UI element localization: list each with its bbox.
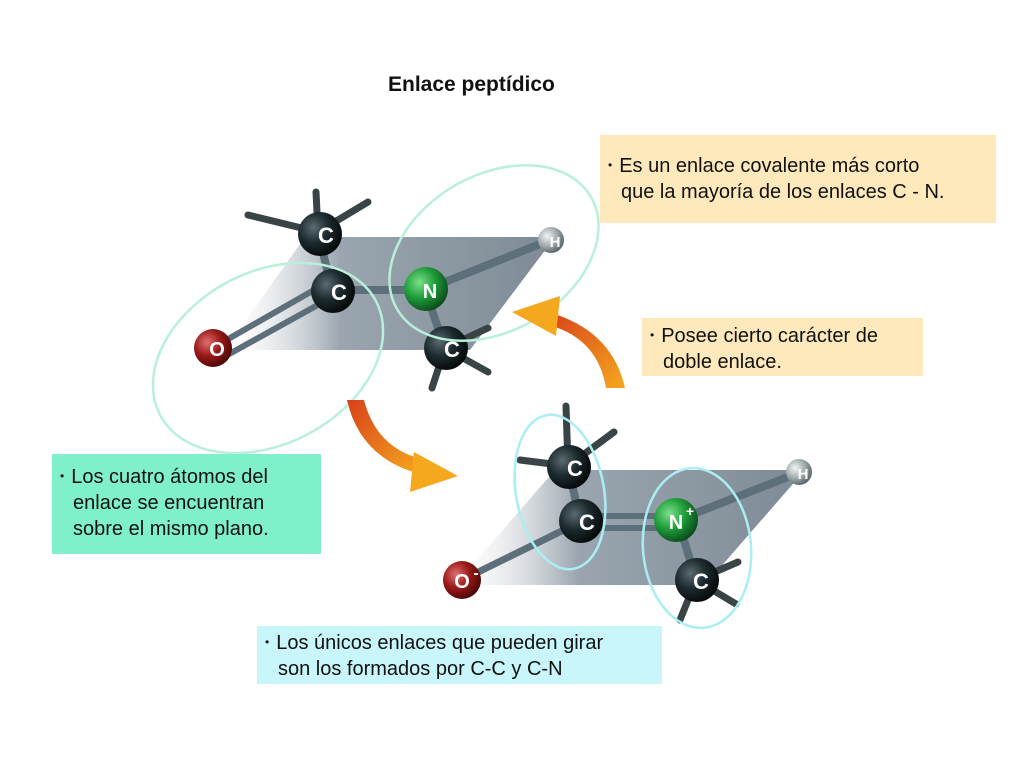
bottom-carbon-alpha-2: C — [675, 558, 719, 602]
atom-label: O — [454, 571, 470, 593]
atom-label: C — [567, 456, 583, 481]
note-same-plane: • Los cuatro átomos del enlace se encuent… — [52, 454, 321, 554]
note-line: Posee cierto carácter de — [661, 325, 878, 347]
note-line: Los cuatro átomos del — [71, 466, 268, 488]
top-hydrogen: H — [538, 227, 564, 253]
atom-label: O — [209, 339, 225, 361]
bottom-right-highlight-ellipse — [641, 466, 753, 630]
curved-arrow-up — [512, 296, 625, 388]
top-carbon-alpha-2: C — [424, 326, 468, 370]
charge-label: - — [473, 565, 478, 582]
note-line: Los únicos enlaces que pueden girar — [276, 632, 604, 654]
top-carbon-carbonyl: C — [311, 269, 355, 313]
top-carbon-alpha-1: C — [298, 212, 342, 256]
note-line: enlace se encuentran — [73, 492, 265, 514]
atom-label: N — [669, 512, 683, 534]
atom-label: C — [579, 510, 595, 535]
bottom-carbon-alpha-1: C — [547, 445, 591, 489]
top-molecule-atoms: C C N H O C — [194, 212, 564, 370]
page-title: Enlace peptídico — [388, 73, 555, 96]
bullet: • — [608, 158, 613, 172]
note-double-bond: • Posee cierto carácter de doble enlace. — [642, 318, 923, 376]
bullet: • — [265, 635, 270, 649]
atom-label: C — [444, 337, 460, 362]
note-line: doble enlace. — [663, 351, 782, 373]
bullet: • — [650, 328, 655, 342]
note-line: sobre el mismo plano. — [73, 518, 269, 540]
top-nitrogen: N — [404, 267, 448, 311]
charge-label: + — [686, 503, 694, 519]
atom-label: H — [550, 234, 561, 251]
atom-label: C — [318, 223, 334, 248]
note-line: Es un enlace covalente más corto — [619, 155, 920, 177]
atom-label: C — [693, 569, 709, 594]
note-line: son los formados por C-C y C-N — [278, 658, 563, 680]
note-line: que la mayoría de los enlaces C - N. — [621, 181, 945, 203]
bottom-oxygen: O - — [443, 561, 481, 599]
curved-arrow-down — [347, 400, 458, 492]
note-covalent-bond: • Es un enlace covalente más corto que la… — [600, 135, 996, 223]
bottom-hydrogen: H — [786, 459, 812, 485]
note-rotation: • Los únicos enlaces que pueden girar son… — [257, 626, 662, 684]
bottom-carbon-carbonyl: C — [559, 499, 603, 543]
atom-label: N — [423, 281, 437, 303]
atom-label: C — [331, 280, 347, 305]
bullet: • — [60, 469, 65, 483]
atom-label: H — [798, 466, 809, 483]
top-left-highlight-ellipse — [151, 261, 385, 455]
top-oxygen: O — [194, 329, 232, 367]
bottom-left-highlight-ellipse — [513, 413, 607, 571]
bottom-nitrogen: N + — [654, 498, 698, 542]
bottom-molecule-atoms: C C N + H O - C — [443, 445, 812, 602]
